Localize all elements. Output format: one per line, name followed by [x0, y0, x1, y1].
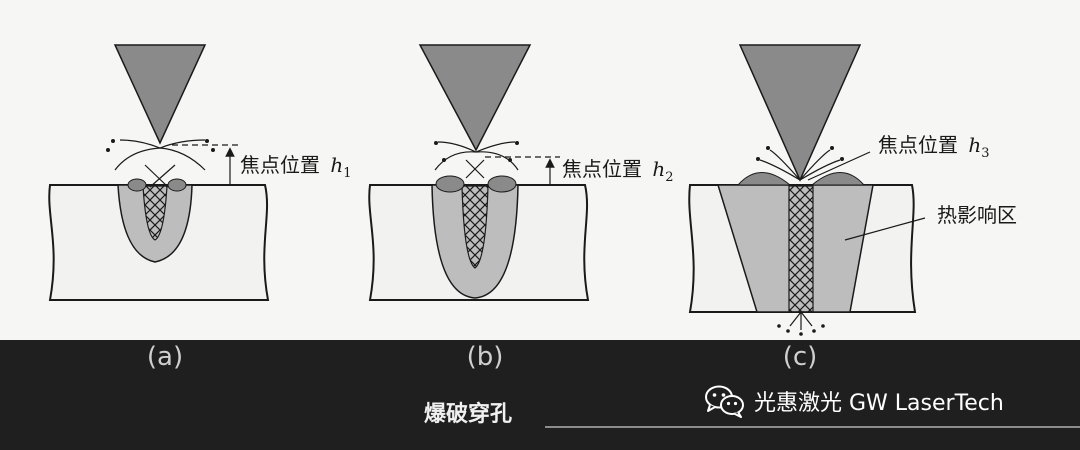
laser-beam-b [418, 44, 532, 152]
brand-text: 光惠激光 GW LaserTech [754, 391, 1004, 416]
melt-bump-b-right [487, 175, 517, 193]
melt-bump-c-left [736, 172, 792, 186]
focus-label-b: 焦点位置 h2 [562, 157, 674, 185]
spatter-dots-c [756, 146, 844, 161]
caption-underline [545, 426, 1080, 428]
haz-leader [844, 217, 926, 241]
keyhole-b [461, 185, 489, 269]
focus-label-c: 焦点位置 h3 [878, 133, 990, 161]
spatter-a [114, 139, 206, 171]
focus-cross-b [465, 159, 485, 179]
keyhole-c [788, 185, 814, 313]
spatter-dots-b [434, 141, 519, 162]
panel-label-c: (c) [782, 342, 818, 372]
panel-label-a: (a) [146, 342, 184, 372]
h3-leader [807, 151, 871, 181]
focus-cross-a [144, 164, 176, 188]
diagram-svg: 焦点位置 h1 焦点位置 h2 [48, 44, 1017, 336]
melt-bump-b-left [435, 175, 465, 193]
melt-bump-c-right [810, 172, 866, 186]
focus-label-a: 焦点位置 h1 [240, 153, 352, 181]
figure-caption: 爆破穿孔 [424, 402, 513, 427]
laser-beam-c [738, 44, 862, 182]
panel-label-b: (b) [466, 342, 504, 372]
spatter-c [759, 149, 841, 181]
laser-beam-a [113, 44, 207, 145]
melt-bump-a-left [127, 178, 147, 192]
wechat-icon [705, 385, 744, 418]
spatter-b [434, 141, 519, 171]
melt-bump-a-right [167, 178, 187, 192]
brand-watermark: 光惠激光 GW LaserTech [704, 384, 1004, 418]
panel-a: 焦点位置 h1 [48, 44, 352, 301]
keyhole-a [142, 185, 168, 241]
haz-label: 热影响区 [937, 203, 1017, 227]
exit-spatter-c [789, 311, 813, 330]
piercing-diagram: 焦点位置 h1 焦点位置 h2 [0, 0, 1080, 340]
spatter-dots-a [106, 139, 215, 152]
panel-b: 焦点位置 h2 [368, 44, 674, 301]
panel-c: 焦点位置 h3 热影响区 [688, 44, 1017, 336]
